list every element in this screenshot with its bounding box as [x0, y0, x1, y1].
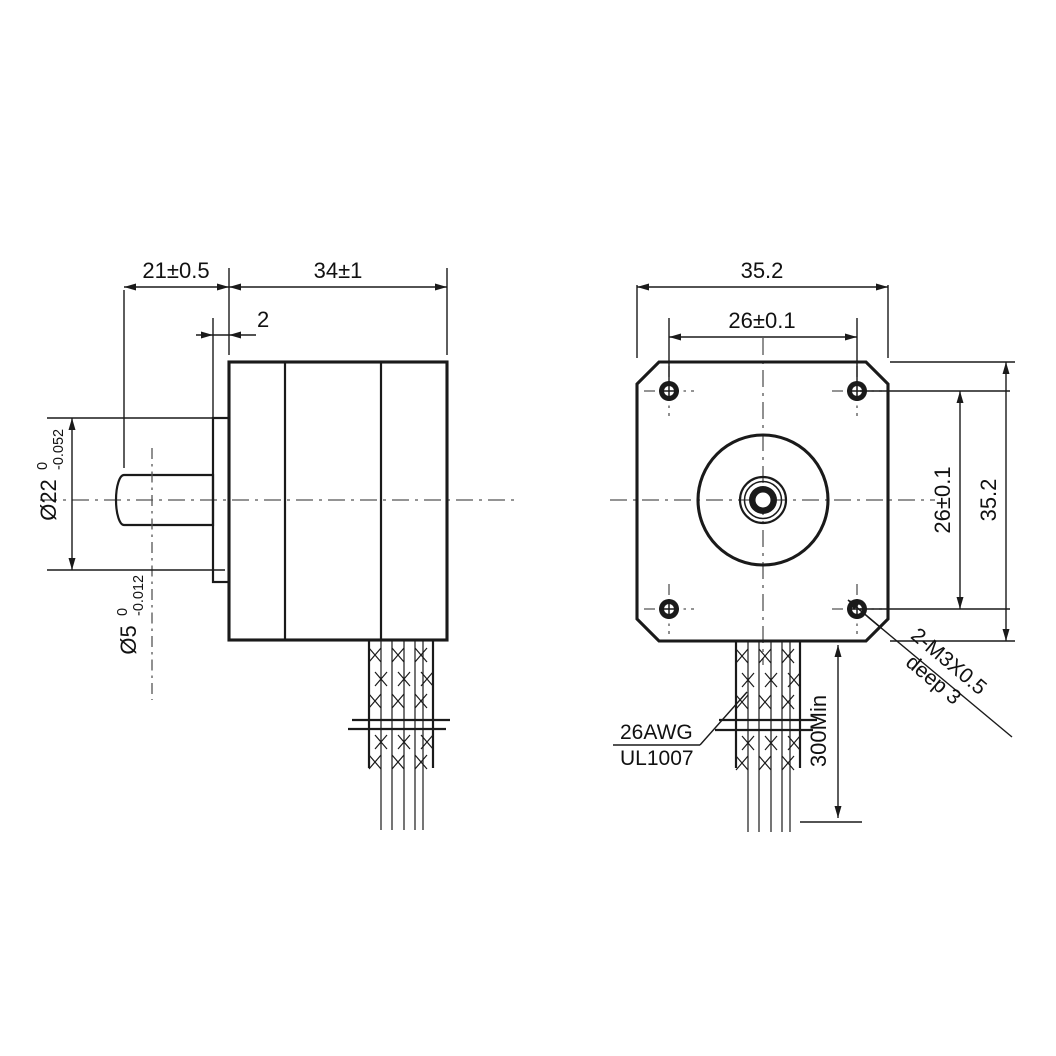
dim-hole-pitch-horizontal: 26±0.1	[669, 308, 857, 341]
dim-label-shaft-dia-tol-upper: 0	[115, 608, 131, 616]
pilot-boss-circle	[696, 433, 830, 567]
dim-flange-step: 2	[196, 307, 269, 339]
dim-flange-width: 35.2	[637, 258, 888, 291]
wire-leader-line-diagonal	[699, 691, 748, 746]
dim-label-flange-step: 2	[257, 307, 269, 332]
callout-wire-line1: 26AWG	[620, 721, 693, 744]
dim-label-shaft-diameter: Ø5	[116, 625, 141, 654]
dim-label-body-length: 34±1	[314, 258, 363, 283]
mounting-hole-top-right	[832, 366, 882, 416]
callout-wire-spec: 26AWG UL1007	[613, 691, 748, 770]
dim-label-flange-width: 35.2	[741, 258, 784, 283]
front-view-group: 35.2 26±0.1 26±0.1 35.2	[610, 258, 1015, 832]
dim-label-hole-pitch-horizontal: 26±0.1	[728, 308, 795, 333]
dim-label-shaft-length: 21±0.5	[142, 258, 209, 283]
dim-label-body-diameter: Ø22	[36, 479, 61, 521]
mounting-hole-bottom-left	[644, 584, 694, 634]
dim-label-hole-pitch-vertical: 26±0.1	[930, 466, 955, 533]
dim-label-flange-height: 35.2	[976, 479, 1001, 522]
thread-leader-arrowhead	[848, 600, 860, 610]
motor-shaft-outline	[114, 473, 215, 527]
dim-body-diameter: Ø22 0 -0.052	[35, 417, 225, 571]
dim-lead-length: 300Min	[800, 640, 862, 823]
dim-label-lead-length: 300Min	[806, 695, 831, 767]
shaft-ring-inner	[743, 480, 783, 520]
callout-wire-line2: UL1007	[620, 747, 694, 770]
dim-shaft-length: 21±0.5	[124, 258, 229, 291]
braid-pattern	[368, 647, 434, 770]
mounting-holes	[644, 366, 882, 634]
dim-label-shaft-dia-tol-lower: -0.012	[131, 575, 147, 616]
shaft-bore-hole	[755, 492, 771, 508]
dim-label-body-dia-tol-lower: -0.052	[51, 429, 67, 470]
shaft-ring-outer	[738, 475, 788, 525]
braid-pattern-front	[735, 648, 801, 771]
dim-flange-height: 35.2	[976, 362, 1010, 641]
front-view-wire-bundle	[715, 641, 817, 832]
dim-hole-pitch-vertical: 26±0.1	[930, 391, 964, 609]
dim-body-length: 34±1	[229, 258, 447, 291]
side-view-wire-bundle	[348, 640, 450, 830]
thread-leader-line	[867, 616, 1013, 738]
motor-flange-outline	[635, 360, 890, 643]
side-view-group: 21±0.5 34±1 2 Ø22 0 -0.052	[35, 258, 515, 830]
dim-shaft-diameter: Ø5 0 -0.012	[115, 575, 147, 655]
dim-label-body-dia-tol-upper: 0	[35, 462, 51, 470]
